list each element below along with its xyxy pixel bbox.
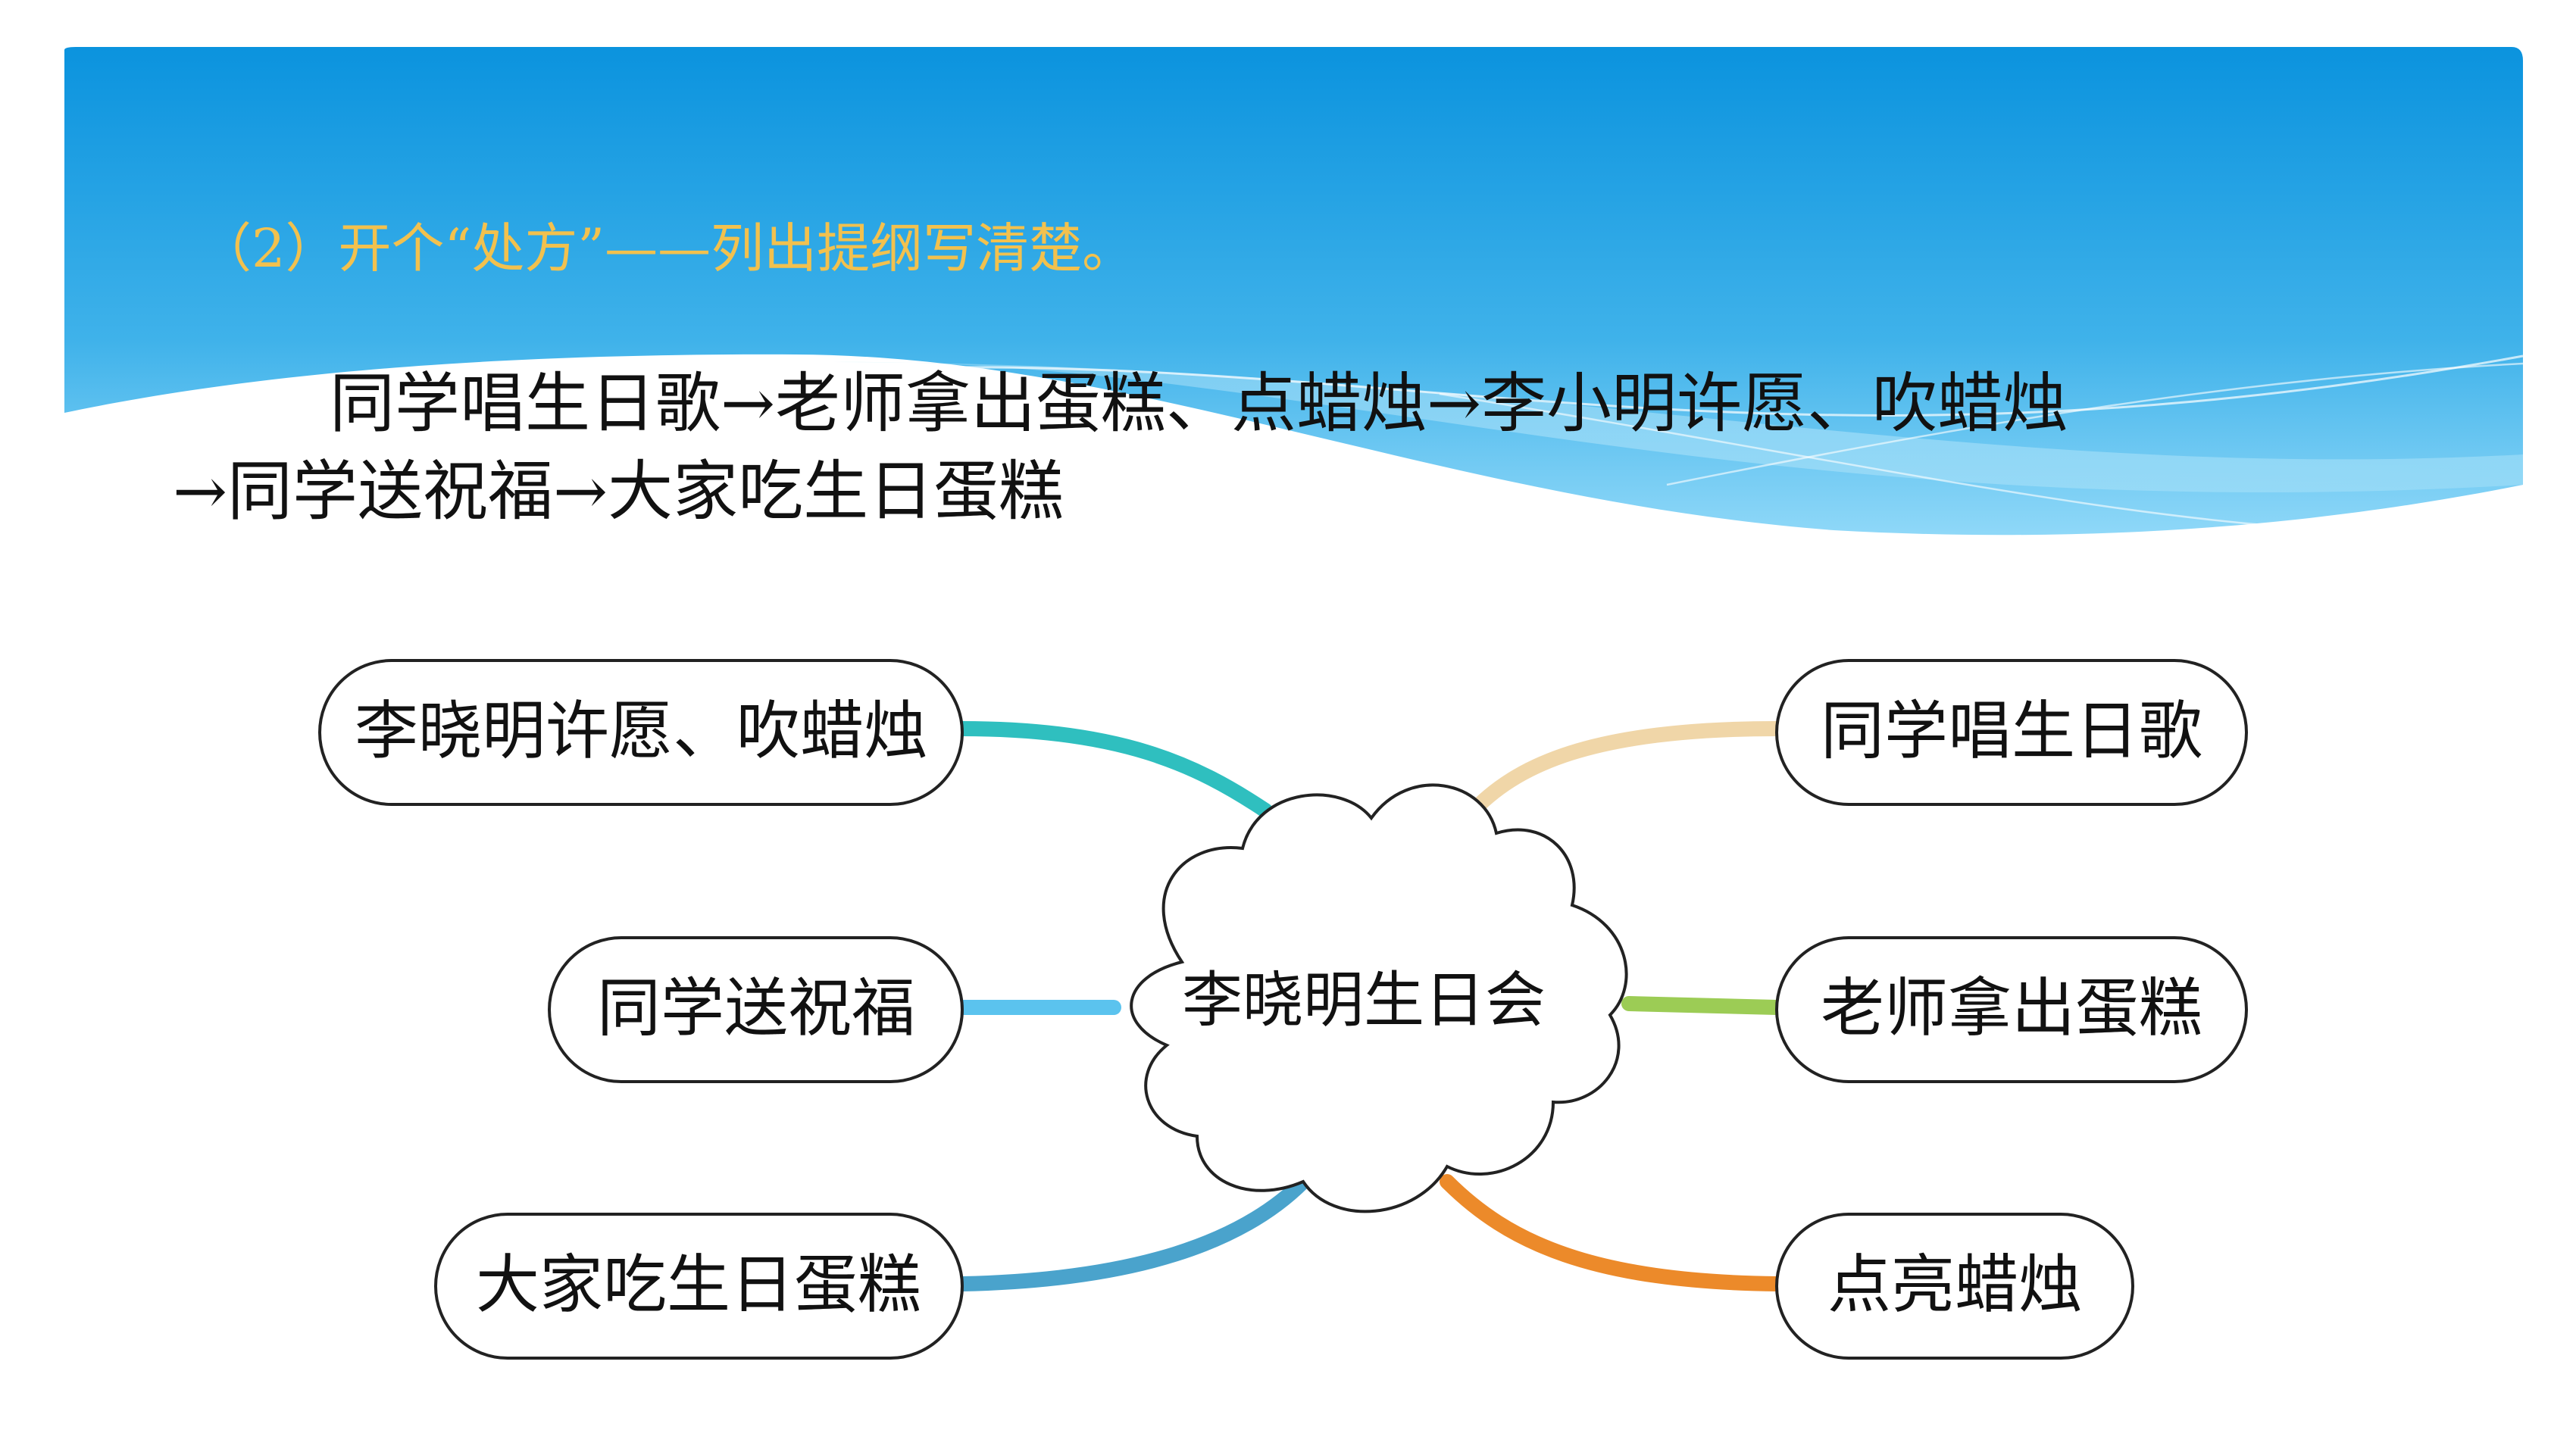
node-right-3: [1775, 1213, 2134, 1360]
node-right-2-label: 老师拿出蛋糕: [1821, 971, 2202, 1045]
connector-left-1: [955, 721, 1273, 818]
header-banner: [64, 47, 2524, 536]
node-left-3: [434, 1213, 964, 1360]
node-left-2-label: 同学送祝福: [597, 971, 915, 1045]
connector-right-2: [1621, 996, 1784, 1015]
node-left-1: [318, 659, 964, 806]
center-cloud: [1130, 783, 1628, 1213]
node-right-1: [1775, 659, 2248, 806]
connector-right-1: [1462, 721, 1784, 822]
node-left-1-label: 李晓明许愿、吹蜡烛: [355, 694, 927, 768]
node-left-2: [548, 936, 964, 1083]
node-left-3-label: 大家吃生日蛋糕: [476, 1248, 921, 1322]
outline-line-2: →同学送祝福→大家吃生日蛋糕: [173, 454, 1064, 529]
connector-left-3: [955, 1174, 1311, 1291]
mindmap: 李晓明生日会 李晓明许愿、吹蜡烛 同学送祝福 大家吃生日蛋糕 同学唱生日歌 老师…: [318, 659, 2248, 1360]
node-right-1-label: 同学唱生日歌: [1821, 694, 2202, 768]
node-right-2: [1775, 936, 2248, 1083]
section-subtitle: （2）开个“处方”——列出提纲写清楚。: [199, 217, 1135, 279]
node-right-3-label: 点亮蜡烛: [1827, 1248, 2082, 1322]
center-label: 李晓明生日会: [1182, 965, 1546, 1035]
connector-right-3: [1440, 1174, 1784, 1291]
outline-line-1: 同学唱生日歌→老师拿出蛋糕、点蜡烛→李小明许愿、吹蜡烛: [330, 366, 2068, 442]
